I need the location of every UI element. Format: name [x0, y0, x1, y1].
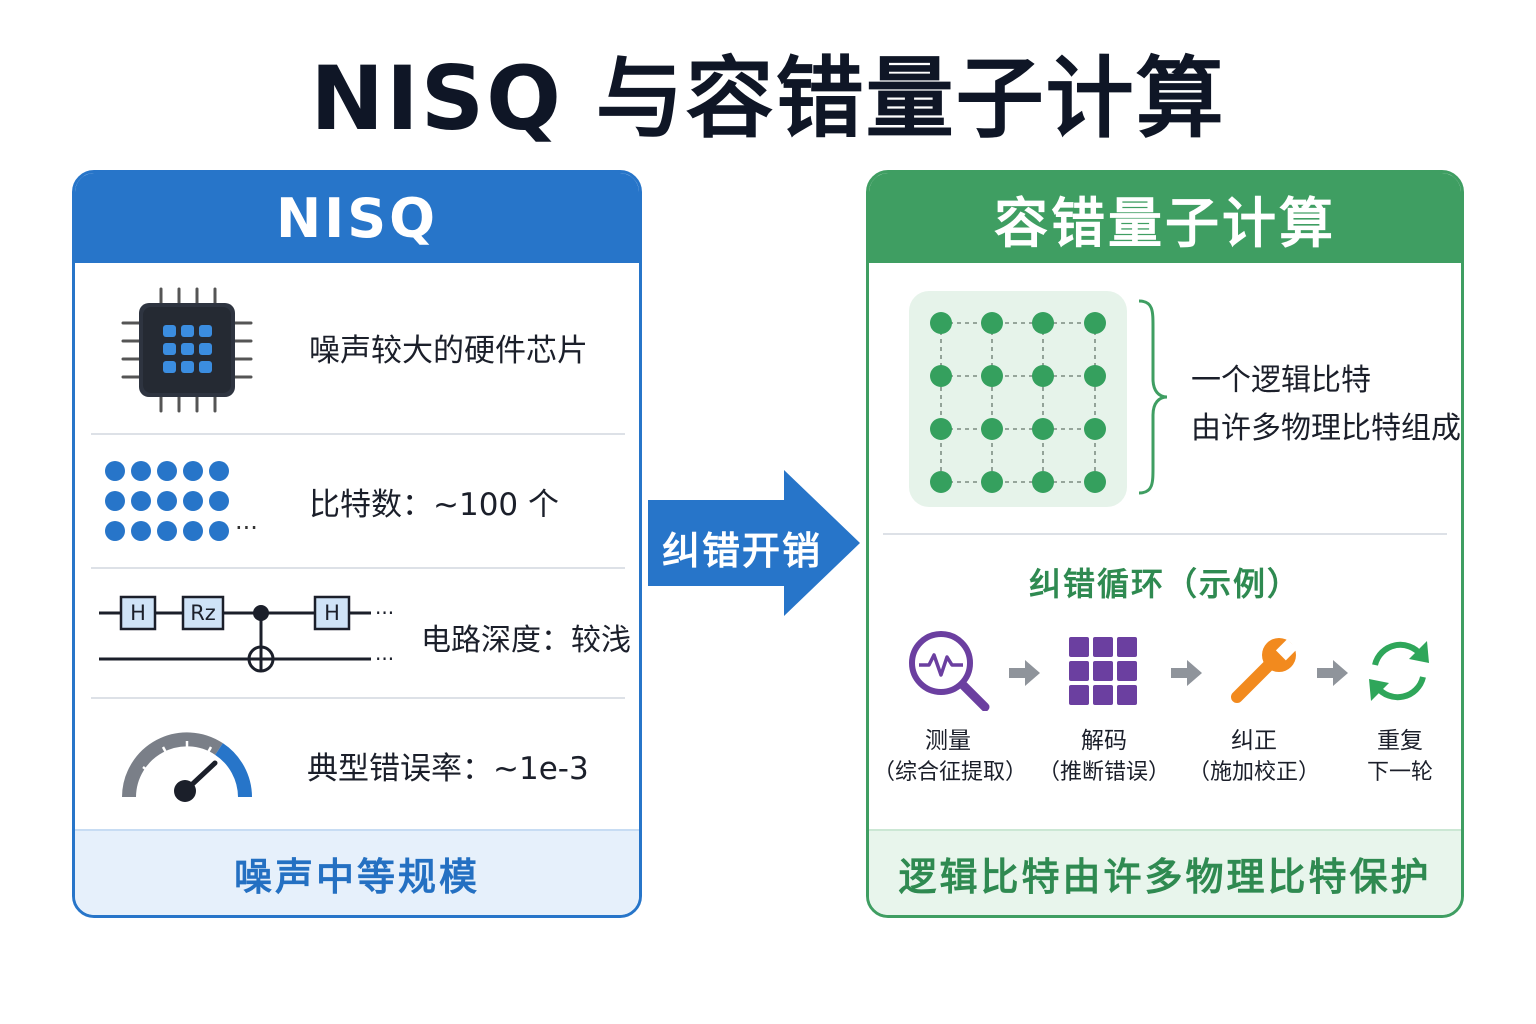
magnifier-icon	[909, 631, 990, 711]
divider	[91, 433, 625, 435]
qubit-dots-icon	[105, 461, 229, 541]
logical-qubit-line2: 由许多物理比特组成	[1191, 411, 1461, 446]
chip-icon	[121, 287, 253, 413]
fault-tolerant-panel-header: 容错量子计算	[869, 173, 1461, 263]
nisq-panel-header: NISQ	[75, 173, 639, 263]
error-rate-text: 典型错误率：~1e-3	[307, 751, 589, 787]
step-correct: 纠正 （施加校正）	[1179, 725, 1329, 789]
circuit-ellipsis: ...	[375, 595, 395, 619]
nisq-row-hardware: 噪声较大的硬件芯片	[75, 263, 639, 433]
error-correction-overhead-arrow: 纠错开销	[648, 470, 860, 616]
step-desc: 下一轮	[1366, 760, 1433, 785]
step-desc: （施加校正）	[1187, 760, 1320, 785]
step-name: 纠正	[1231, 728, 1277, 754]
brace-icon	[1138, 299, 1168, 495]
qubit-ellipsis: ...	[235, 507, 258, 535]
circuit-ellipsis: ...	[375, 641, 395, 665]
divider	[883, 533, 1447, 535]
arrow-label: 纠错开销	[662, 529, 823, 573]
nisq-row-qubits: ... 比特数：~100 个	[75, 435, 639, 569]
qubit-count-text: 比特数：~100 个	[309, 487, 559, 523]
decode-grid-icon	[1069, 637, 1137, 705]
page-title: NISQ 与容错量子计算	[310, 47, 1226, 150]
correction-loop-title: 纠错循环（示例）	[1028, 565, 1301, 603]
circuit-icon: H Rz H ... ...	[99, 593, 409, 673]
qubit-lattice-icon	[909, 291, 1127, 507]
step-desc: （综合征提取）	[873, 760, 1028, 785]
fault-tolerant-panel: 容错量子计算 一个逻辑比特 由许多物理比特组成 纠错循环（示例）	[866, 170, 1464, 918]
nisq-row-error-rate: 典型错误率：~1e-3	[75, 699, 639, 833]
nisq-panel: NISQ 噪声较大的硬件芯片	[72, 170, 642, 918]
divider	[91, 697, 625, 699]
nisq-row-circuit: H Rz H ... ... 电路深度：较浅	[75, 569, 639, 699]
step-measure: 测量 （综合征提取）	[873, 725, 1028, 789]
step-desc: （推断错误）	[1037, 760, 1170, 785]
cycle-icon	[1369, 641, 1429, 701]
wrench-icon	[1231, 638, 1298, 703]
gate-h: H	[130, 601, 146, 625]
step-repeat: 重复 下一轮	[1325, 725, 1461, 789]
step-decode: 解码 （推断错误）	[1029, 725, 1179, 789]
circuit-depth-text: 电路深度：较浅	[421, 623, 631, 658]
step-arrow-icon	[1317, 660, 1348, 686]
step-name: 解码	[1081, 728, 1127, 754]
divider	[91, 567, 625, 569]
hardware-text: 噪声较大的硬件芯片	[309, 333, 588, 369]
gauge-icon	[122, 732, 252, 802]
step-name: 测量	[925, 728, 971, 754]
step-arrow-icon	[1171, 660, 1202, 686]
gate-h: H	[324, 601, 340, 625]
nisq-panel-footer: 噪声中等规模	[75, 829, 639, 915]
logical-qubit-line1: 一个逻辑比特	[1191, 363, 1371, 398]
step-name: 重复	[1377, 728, 1423, 754]
step-arrow-icon	[1009, 660, 1040, 686]
gate-rz: Rz	[190, 601, 216, 625]
fault-tolerant-panel-footer: 逻辑比特由许多物理比特保护	[869, 829, 1461, 915]
